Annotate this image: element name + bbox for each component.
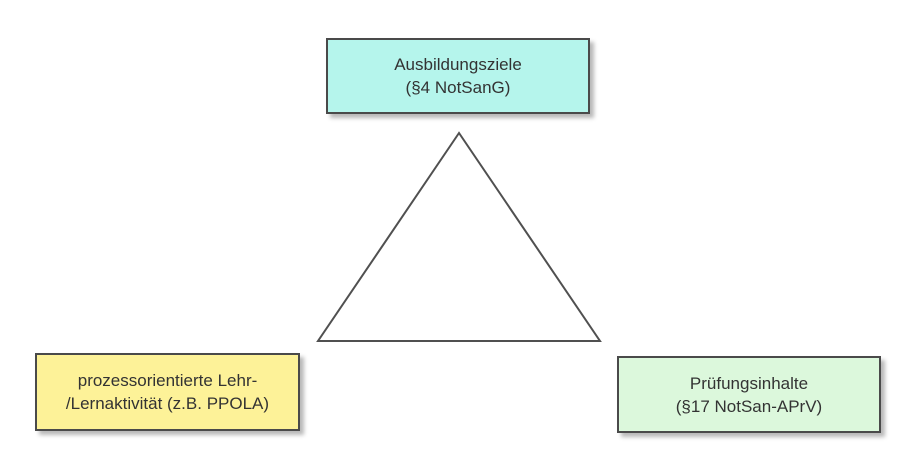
box-lehr-lernaktivitaet-line1: prozessorientierte Lehr-	[77, 371, 258, 390]
box-ausbildungsziele-reference: (§4 NotSanG)	[405, 78, 511, 97]
box-pruefungsinhalte: Prüfungsinhalte (§17 NotSan-APrV)	[617, 356, 881, 433]
box-pruefungsinhalte-title: Prüfungsinhalte	[689, 373, 809, 393]
box-lehr-lernaktivitaet-line2: /Lernaktivität (z.B. PPOLA)	[65, 394, 270, 413]
box-ausbildungsziele-title: Ausbildungsziele	[394, 55, 522, 74]
triangle-shape	[316, 131, 602, 342]
box-lehr-lernaktivitaet: prozessorientierte Lehr- /Lernaktivität …	[35, 353, 300, 431]
box-pruefungsinhalte-reference: (§17 NotSan-APrV)	[675, 396, 823, 416]
box-ausbildungsziele: Ausbildungsziele (§4 NotSanG)	[326, 38, 590, 114]
